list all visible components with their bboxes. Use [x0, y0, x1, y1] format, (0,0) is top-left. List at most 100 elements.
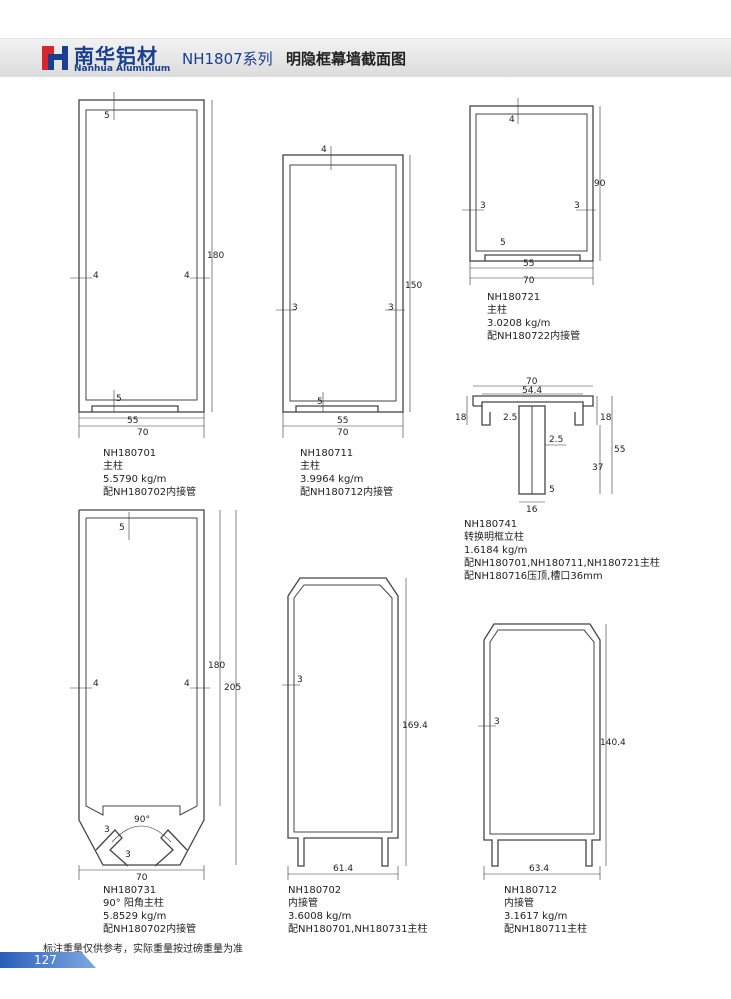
- brand-name-en: Nanhua Aluminium: [74, 64, 171, 74]
- dim-height-inner: 180: [208, 661, 225, 671]
- dim-flange-right: 18: [600, 413, 612, 423]
- dim-wall: 3: [494, 717, 500, 727]
- page-title: 明隐框幕墙截面图: [286, 50, 407, 68]
- profile-code: NH180701: [103, 448, 157, 459]
- profile-note: 配NH180711主柱: [504, 924, 588, 935]
- dim-bottom-wall: 5: [116, 394, 122, 404]
- dim-bottom-wall: 5: [317, 397, 323, 407]
- dim-side-left: 3: [292, 303, 298, 313]
- caption-nh180711: NH180711 主柱 3.9964 kg/m 配NH180712内接管: [300, 447, 393, 499]
- dim-top-wall: 5: [119, 523, 125, 533]
- dim-slot: 55: [127, 416, 138, 426]
- caption-nh180712: NH180712 内接管 3.1617 kg/m 配NH180711主柱: [504, 884, 587, 936]
- profile-weight: 5.5790 kg/m: [103, 474, 167, 485]
- dim-height: 150: [405, 281, 422, 291]
- caption-nh180721: NH180721 主柱 3.0208 kg/m 配NH180722内接管: [487, 291, 580, 343]
- dim-width: 70: [337, 428, 349, 438]
- brand-name-cn: 南华铝材: [74, 44, 158, 68]
- dim-height: 140.4: [600, 738, 626, 748]
- dim-inner-width: 54.4: [522, 386, 542, 396]
- dim-side-right: 4: [184, 679, 190, 689]
- profile-code: NH180702: [288, 885, 342, 896]
- profile-weight: 3.6008 kg/m: [288, 911, 352, 922]
- profile-weight: 3.1617 kg/m: [504, 911, 568, 922]
- header-bar: [0, 38, 731, 77]
- profile-note: 配NH180702内接管: [103, 487, 197, 498]
- dim-width: 70: [526, 377, 538, 387]
- dim-flange-left: 18: [455, 413, 467, 423]
- dim-top-wall: 4: [321, 145, 327, 155]
- dim-stem: 37: [592, 463, 603, 473]
- dim-side-left: 3: [480, 201, 486, 211]
- profile-name: 90° 阳角主柱: [103, 898, 164, 909]
- profile-name: 主柱: [300, 461, 320, 472]
- dim-width: 70: [137, 428, 149, 438]
- dim-width: 61.4: [333, 864, 353, 874]
- dim-slot: 55: [337, 416, 348, 426]
- profile-name: 主柱: [103, 461, 123, 472]
- profile-note: 配NH180701,NH180711,NH180721主柱: [464, 558, 660, 569]
- profile-name: 转换明框立柱: [464, 532, 524, 543]
- dim-corner-wall-b: 3: [125, 850, 131, 860]
- dim-wall-b: 2.5: [549, 435, 563, 445]
- profile-code: NH180711: [300, 448, 354, 459]
- caption-nh180701: NH180701 主柱 5.5790 kg/m 配NH180702内接管: [103, 447, 196, 499]
- profile-weight: 1.6184 kg/m: [464, 545, 528, 556]
- logo-icon: [42, 46, 68, 70]
- dim-slot: 55: [523, 259, 534, 269]
- profile-note: 配NH180702内接管: [103, 924, 197, 935]
- dim-top-wall: 4: [509, 115, 515, 125]
- caption-nh180702: NH180702 内接管 3.6008 kg/m 配NH180701,NH180…: [288, 884, 428, 936]
- profile-note: 配NH180712内接管: [300, 487, 394, 498]
- dim-wall-a: 2.5: [503, 413, 517, 423]
- dim-height: 205: [224, 683, 241, 693]
- profile-code: NH180741: [464, 519, 518, 530]
- dim-corner-wall: 3: [104, 825, 110, 835]
- dim-width: 63.4: [529, 864, 549, 874]
- dim-base-wall: 5: [549, 485, 555, 495]
- page-number: 127: [34, 953, 57, 967]
- profile-nh180721-drawing: 55 70 4 3 3 90 5: [462, 98, 606, 286]
- profile-code: NH180721: [487, 292, 541, 303]
- dim-side-right: 4: [184, 271, 190, 281]
- profile-nh180741-drawing: 70 54.4 18 18 2.5 2.5 55 37 5 16: [455, 377, 625, 515]
- dim-width: 70: [136, 873, 148, 883]
- profile-code: NH180731: [103, 885, 157, 896]
- dim-side-left: 4: [93, 679, 99, 689]
- profile-nh180711-drawing: 55 70 4 3 3 150 5: [276, 145, 422, 438]
- profile-weight: 5.8529 kg/m: [103, 911, 167, 922]
- profile-name: 内接管: [504, 898, 534, 909]
- page-number-tab: [0, 952, 96, 968]
- profile-name: 内接管: [288, 898, 318, 909]
- profile-weight: 3.9964 kg/m: [300, 474, 364, 485]
- profile-code: NH180712: [504, 885, 558, 896]
- profile-nh180702-drawing: 61.4 169.4 3: [282, 577, 428, 880]
- profile-weight: 3.0208 kg/m: [487, 318, 551, 329]
- profile-note: 配NH180722内接管: [487, 331, 581, 342]
- caption-nh180731: NH180731 90° 阳角主柱 5.8529 kg/m 配NH180702内…: [103, 884, 196, 936]
- dim-width: 70: [523, 276, 535, 286]
- profile-nh180701-drawing: 55 70 5 4 4 180 5: [70, 92, 224, 438]
- weight-footnote: 标注重量仅供参考，实际重量按过磅重量为准: [43, 944, 243, 955]
- dim-side-left: 4: [93, 271, 99, 281]
- profile-note: 配NH180701,NH180731主柱: [288, 924, 428, 935]
- profile-name: 主柱: [487, 305, 507, 316]
- dim-bottom-wall: 5: [500, 238, 506, 248]
- dim-wall: 3: [297, 675, 303, 685]
- profile-nh180712-drawing: 63.4 140.4 3: [478, 623, 626, 880]
- series-label: NH1807系列: [182, 50, 273, 68]
- profile-note-2: 配NH180716压顶,槽口36mm: [464, 571, 603, 582]
- dim-base-width: 16: [526, 505, 538, 515]
- dim-top-wall: 5: [104, 111, 110, 121]
- dim-side-right: 3: [388, 303, 394, 313]
- dim-height: 169.4: [402, 721, 428, 731]
- dim-height: 180: [207, 251, 224, 261]
- caption-nh180741: NH180741 转换明框立柱 1.6184 kg/m 配NH180701,NH…: [464, 518, 660, 583]
- profile-nh180731-drawing: 70 5 4 4 180 205 90° 3 3: [70, 509, 241, 883]
- dim-side-right: 3: [574, 201, 580, 211]
- dim-height: 55: [614, 445, 625, 455]
- dim-height: 90: [594, 179, 606, 189]
- dim-angle: 90°: [134, 815, 150, 825]
